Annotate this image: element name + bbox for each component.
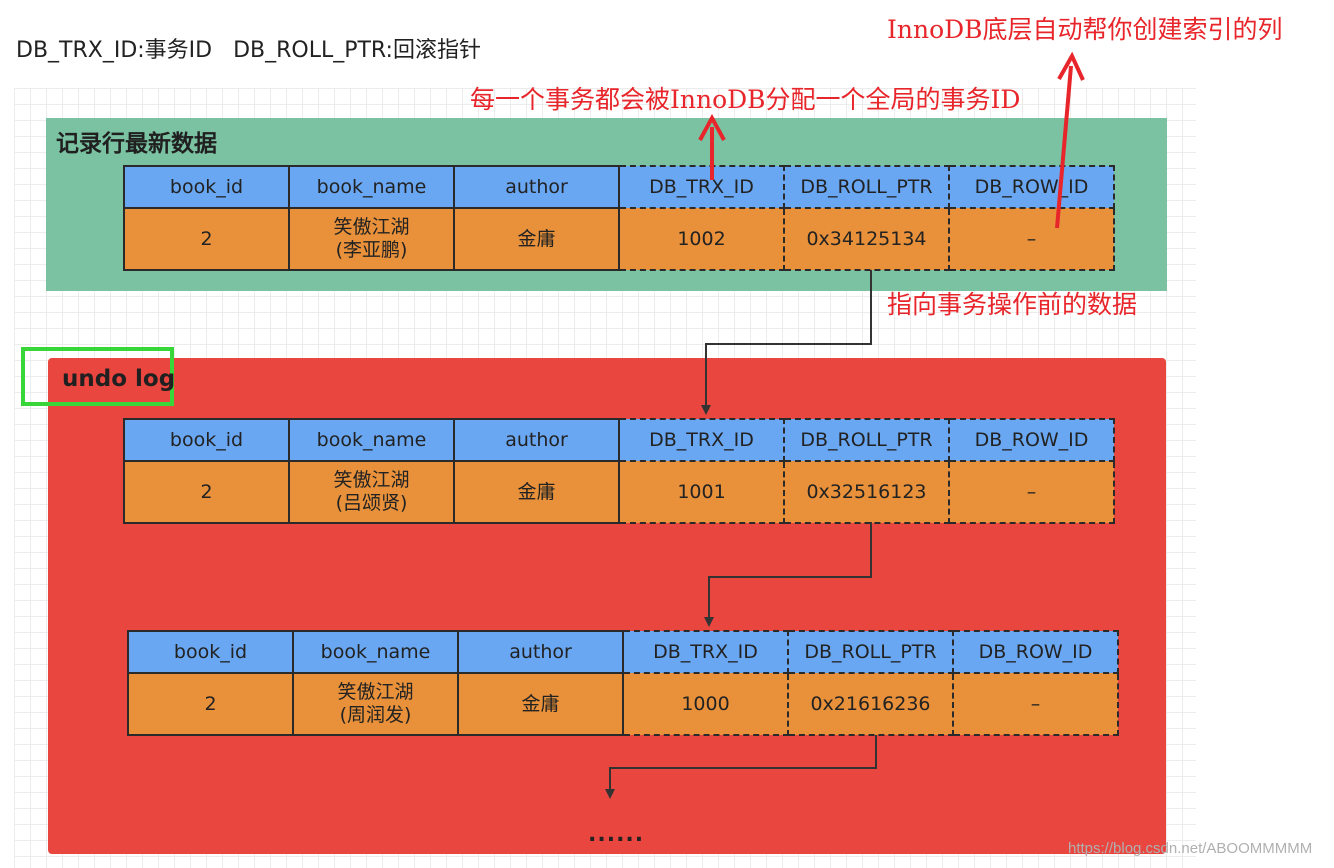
roll-ptr-cell: 0x34125134: [783, 207, 950, 271]
undo-log-title: undo log: [62, 366, 176, 392]
column-header: book_name: [288, 418, 455, 462]
roll-ptr-annotation: 指向事务操作前的数据: [887, 290, 1138, 319]
column-header: DB_ROW_ID: [948, 165, 1115, 209]
book-name-text: 笑傲江湖: [337, 681, 414, 704]
column-header: book_id: [127, 630, 294, 674]
undo-log-highlight-box: [21, 347, 174, 406]
author-cell: 金庸: [453, 460, 620, 524]
legend-text: DB_TRX_ID:事务ID DB_ROLL_PTR:回滚指针: [16, 38, 481, 63]
row-id-cell: –: [948, 207, 1115, 271]
book-name-actor: (李亚鹏): [335, 239, 408, 261]
author-cell: 金庸: [457, 672, 624, 736]
book-name-cell: 笑傲江湖 (周润发): [292, 672, 459, 736]
book-name-text: 笑傲江湖: [333, 469, 410, 492]
book-name-actor: (周润发): [339, 704, 412, 726]
column-header: DB_TRX_ID: [618, 165, 785, 209]
undo-record-table: book_id book_name author DB_TRX_ID DB_RO…: [123, 418, 1115, 524]
row-id-cell: –: [948, 460, 1115, 524]
latest-record-title: 记录行最新数据: [56, 131, 217, 157]
column-header: DB_ROW_ID: [948, 418, 1115, 462]
book-name-actor: (吕颂贤): [335, 492, 408, 514]
undo-record-table: book_id book_name author DB_TRX_ID DB_RO…: [127, 630, 1119, 736]
column-header: book_id: [123, 165, 290, 209]
trx-id-cell: 1000: [622, 672, 789, 736]
book-id-cell: 2: [127, 672, 294, 736]
continuation-ellipsis: ......: [588, 822, 645, 847]
value-row: 2 笑傲江湖 (周润发) 金庸 1000 0x21616236 –: [127, 672, 1119, 736]
book-id-cell: 2: [123, 460, 290, 524]
column-header: DB_TRX_ID: [618, 418, 785, 462]
roll-ptr-cell: 0x32516123: [783, 460, 950, 524]
book-name-text: 笑傲江湖: [333, 216, 410, 239]
book-id-cell: 2: [123, 207, 290, 271]
book-name-cell: 笑傲江湖 (李亚鹏): [288, 207, 455, 271]
column-header: author: [453, 165, 620, 209]
author-cell: 金庸: [453, 207, 620, 271]
roll-ptr-cell: 0x21616236: [787, 672, 954, 736]
header-row: book_id book_name author DB_TRX_ID DB_RO…: [123, 418, 1115, 462]
column-header: author: [453, 418, 620, 462]
value-row: 2 笑傲江湖 (吕颂贤) 金庸 1001 0x32516123 –: [123, 460, 1115, 524]
trx-id-cell: 1001: [618, 460, 785, 524]
row-id-cell: –: [952, 672, 1119, 736]
latest-record-table: book_id book_name author DB_TRX_ID DB_RO…: [123, 165, 1115, 271]
row-id-annotation: InnoDB底层自动帮你创建索引的列: [887, 15, 1283, 44]
column-header: book_name: [292, 630, 459, 674]
column-header: author: [457, 630, 624, 674]
column-header: book_id: [123, 418, 290, 462]
column-header: DB_ROLL_PTR: [783, 165, 950, 209]
book-name-cell: 笑傲江湖 (吕颂贤): [288, 460, 455, 524]
header-row: book_id book_name author DB_TRX_ID DB_RO…: [127, 630, 1119, 674]
value-row: 2 笑傲江湖 (李亚鹏) 金庸 1002 0x34125134 –: [123, 207, 1115, 271]
column-header: DB_TRX_ID: [622, 630, 789, 674]
trx-id-cell: 1002: [618, 207, 785, 271]
column-header: DB_ROLL_PTR: [787, 630, 954, 674]
trx-id-annotation: 每一个事务都会被InnoDB分配一个全局的事务ID: [470, 85, 1021, 114]
watermark-text: https://blog.csdn.net/ABOOMMMMM: [1068, 840, 1313, 857]
header-row: book_id book_name author DB_TRX_ID DB_RO…: [123, 165, 1115, 209]
column-header: DB_ROW_ID: [952, 630, 1119, 674]
column-header: book_name: [288, 165, 455, 209]
column-header: DB_ROLL_PTR: [783, 418, 950, 462]
